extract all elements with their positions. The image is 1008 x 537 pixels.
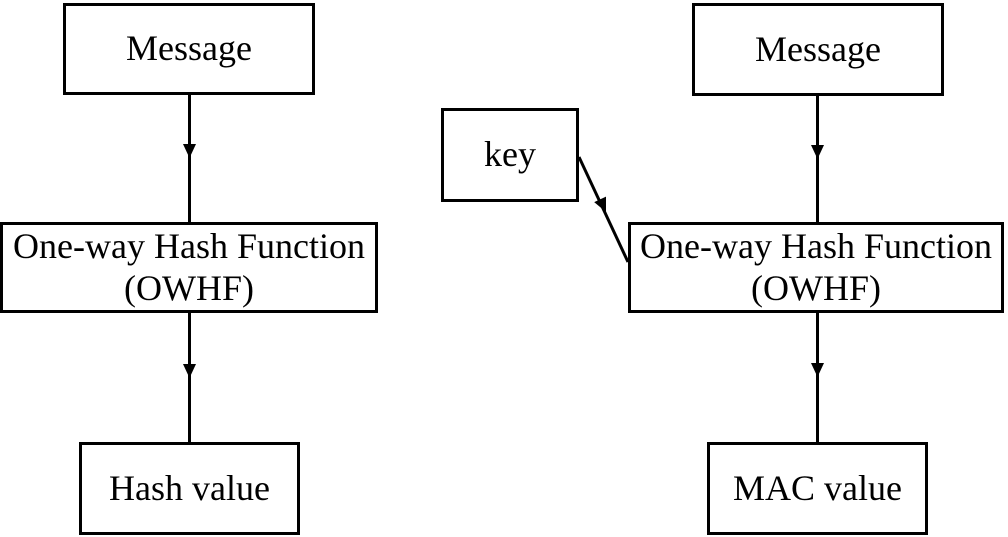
hash-function-box-right: One-way Hash Function (OWHF) <box>628 222 1004 313</box>
message-box-right: Message <box>692 3 944 96</box>
key-label: key <box>484 134 536 175</box>
hash-function-label-line1: One-way Hash Function <box>640 225 992 266</box>
hash-value-label: Hash value <box>109 467 270 508</box>
arrow-down-icon <box>183 95 196 222</box>
message-label: Message <box>755 28 881 69</box>
mac-value-label: MAC value <box>733 467 902 508</box>
arrow-down-icon <box>811 312 824 442</box>
arrow-down-icon <box>811 96 824 222</box>
key-arrow-icon <box>577 156 630 263</box>
hash-function-label-line2: (OWHF) <box>124 267 254 308</box>
hash-function-label-line1: One-way Hash Function <box>13 225 365 266</box>
mac-value-box: MAC value <box>707 442 928 535</box>
hash-function-box-left: One-way Hash Function (OWHF) <box>0 222 378 313</box>
hash-function-label-line2: (OWHF) <box>751 267 881 308</box>
message-box-left: Message <box>63 3 315 95</box>
arrow-down-icon <box>183 313 196 442</box>
hash-value-box: Hash value <box>79 442 300 535</box>
message-label: Message <box>126 28 252 69</box>
key-box: key <box>441 108 579 202</box>
